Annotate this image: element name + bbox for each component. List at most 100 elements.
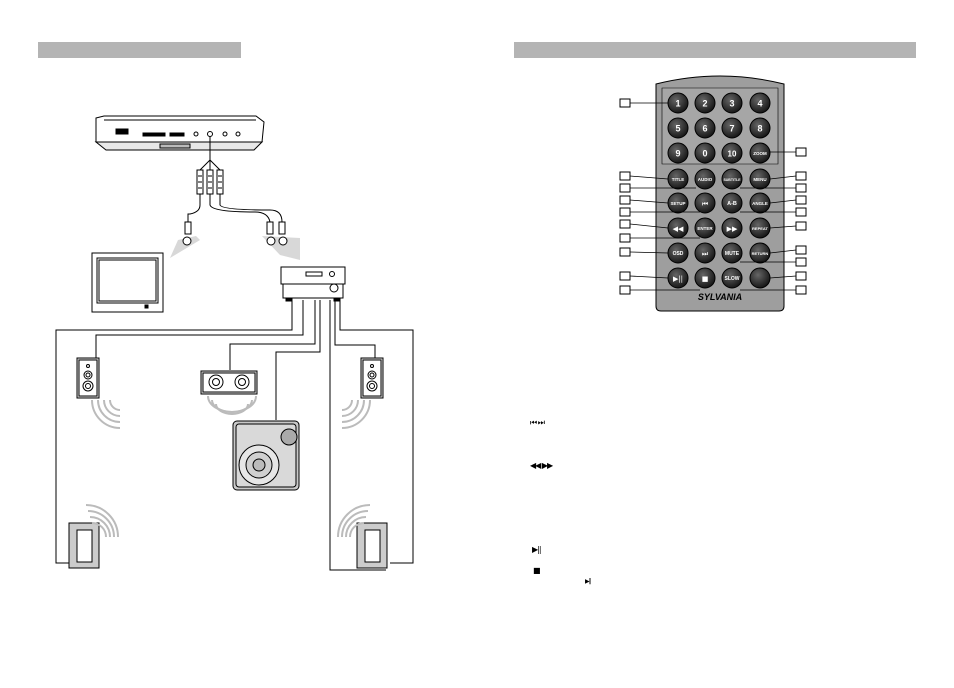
osd-button-label: OSD [673,251,684,257]
center-speaker-icon [200,370,258,395]
callout-left-6 [619,219,631,229]
stop-icon: ■ [702,275,709,283]
front-left-speaker-icon [76,357,100,399]
mute-button-label: MUTE [725,251,740,257]
number-key-8[interactable] [749,117,771,139]
callout-right-1 [795,147,807,157]
number-key-6-label: 6 [702,124,707,134]
callout-left-8 [619,247,631,257]
number-key-8-label: 8 [757,124,762,134]
callout-right-3 [795,183,807,193]
av-cable [184,136,286,235]
callout-markers [619,98,807,295]
number-key-10[interactable] [721,142,743,164]
fastforward-button[interactable] [721,217,743,239]
number-key-1-label: 1 [675,99,680,109]
number-key-0-label: 0 [702,149,707,159]
callout-right-4 [795,195,807,205]
connection-diagram [55,115,414,571]
jack-icon [266,236,276,246]
front-right-speaker-icon [360,357,384,399]
callout-right-7 [795,245,807,255]
callout-right-5 [795,207,807,217]
mute-button[interactable] [721,242,743,264]
subtitle-button-label: SUBTITLE [723,178,741,182]
ab-button[interactable] [721,192,743,214]
prev-button[interactable] [694,192,716,214]
zoom-button-label: ZOOM [753,151,767,156]
number-key-4-label: 4 [757,99,762,109]
section-header-bar-left [38,42,241,58]
number-key-5-label: 5 [675,124,680,134]
number-key-0[interactable] [694,142,716,164]
zoom-button[interactable] [749,142,771,164]
speaker-wires [55,300,414,571]
callout-right-10 [795,285,807,295]
rewind-fastforward-icon: ◀◀ ▶▶ [530,461,553,470]
fastforward-icon: ▶▶ [727,225,738,233]
remote-brand-logo: SYLVANIA [698,292,742,302]
callout-left-4 [619,195,631,205]
slow-button-label: SLOW [725,276,740,282]
callout-left-1 [619,98,631,108]
play-pause-small-icon: ▶|| [585,578,592,585]
enter-button-label: ENTER [697,226,713,231]
callout-left-3 [619,183,631,193]
callout-left-2 [619,171,631,181]
plug-arrow-tv [170,236,200,258]
sound-waves [85,395,371,538]
slow-button[interactable] [721,267,743,289]
number-key-7-label: 7 [729,124,734,134]
audio-button-label: AUDIO [698,177,713,182]
play-pause-icon: ▶|| [673,275,683,283]
number-key-2[interactable] [694,92,716,114]
blank-button[interactable] [749,267,771,289]
stop-icon: ■ [533,566,541,575]
number-key-10-label: 10 [728,150,737,159]
next-icon: ⏭ [702,250,709,258]
next-button[interactable] [694,242,716,264]
number-key-3[interactable] [721,92,743,114]
subwoofer-icon [232,420,300,491]
number-key-4[interactable] [749,92,771,114]
return-button-label: RETURN [752,251,769,256]
tv-icon [91,252,164,313]
play-pause-icon: ▶|| [532,545,541,554]
rear-left-speaker-icon [68,522,100,569]
number-key-6[interactable] [694,117,716,139]
callout-left-9 [619,271,631,281]
enter-button[interactable] [694,217,716,239]
section-header-bar-right [514,42,916,58]
callout-right-8 [795,257,807,267]
stop-button[interactable] [694,267,716,289]
rear-right-speaker-icon [356,522,388,569]
callout-left-5 [619,207,631,217]
callout-right-9 [795,271,807,281]
jack-icon [182,236,192,246]
setup-button-label: SETUP [670,201,685,206]
callout-left-7 [619,233,631,243]
callout-right-6 [795,221,807,231]
title-button-label: TITLE [672,177,685,182]
repeat-button-label: REPEAT [752,226,768,231]
prev-icon: ⏮ [702,200,708,208]
subtitle-button[interactable] [721,168,743,190]
number-key-5[interactable] [667,117,689,139]
dvd-player [94,115,265,151]
callout-right-2 [795,171,807,181]
receiver-icon [280,266,346,302]
number-key-2-label: 2 [702,99,707,109]
number-key-9-label: 9 [675,149,680,159]
audio-button[interactable] [694,168,716,190]
ab-button-label: A-B [727,201,737,207]
callout-left-10 [619,285,631,295]
number-key-9[interactable] [667,142,689,164]
rewind-icon: ◀◀ [673,225,684,233]
number-key-3-label: 3 [729,99,734,109]
menu-button-label: MENU [753,177,766,182]
jack-icon [278,236,288,246]
number-key-7[interactable] [721,117,743,139]
angle-button-label: ANGLE [752,201,768,206]
remote-buttons: 1 2 3 4 5 6 7 8 9 0 10 ZOOM TITLE AUDIO SUBTITLE MENU SE… [667,92,771,289]
